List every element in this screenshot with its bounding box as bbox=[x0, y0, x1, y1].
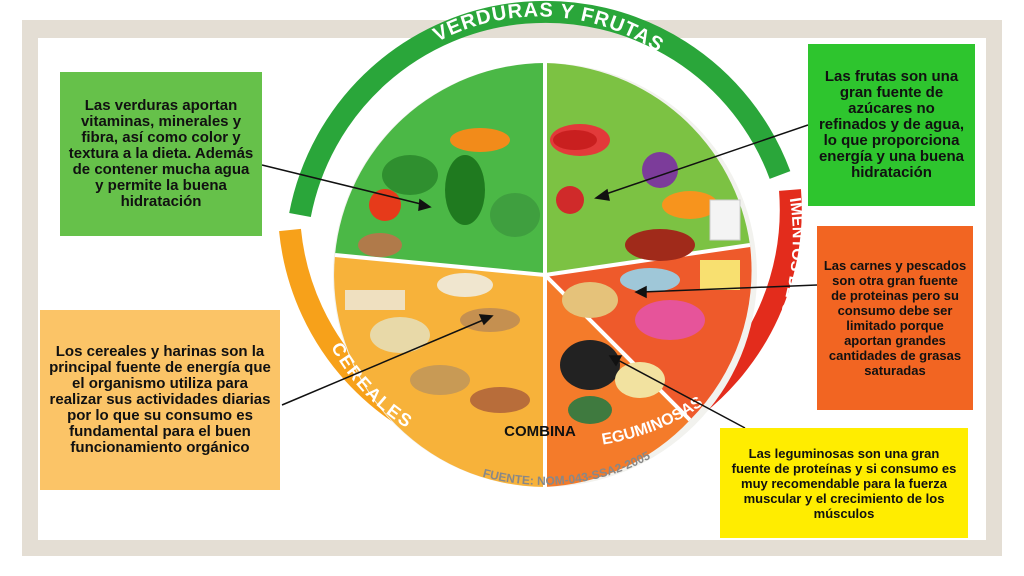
ring-verduras-frutas bbox=[289, 0, 791, 218]
food-illustrations bbox=[345, 124, 741, 424]
callout-verduras-text: Las verduras aportan vitaminas, minerale… bbox=[68, 97, 254, 210]
callout-leguminosas: Las leguminosas son una gran fuente de p… bbox=[720, 428, 968, 538]
arc-label-verduras-frutas: VERDURAS Y FRUTAS bbox=[430, 0, 668, 57]
combina-label: COMBINA bbox=[504, 423, 576, 440]
callout-carnes-text: Las carnes y pescados son otra gran fuen… bbox=[823, 258, 967, 378]
callout-frutas-text: Las frutas son una gran fuente de azúcar… bbox=[818, 68, 965, 181]
callout-leguminosas-text: Las leguminosas son una gran fuente de p… bbox=[731, 445, 957, 521]
callout-cereales-text: Los cereales y harinas son la principal … bbox=[49, 343, 271, 456]
callout-pointers bbox=[261, 124, 818, 429]
callout-carnes: Las carnes y pescados son otra gran fuen… bbox=[817, 226, 973, 410]
callout-cereales: Los cereales y harinas son la principal … bbox=[40, 310, 280, 490]
callout-frutas: Las frutas son una gran fuente de azúcar… bbox=[808, 44, 975, 206]
callout-verduras: Las verduras aportan vitaminas, minerale… bbox=[60, 72, 262, 236]
